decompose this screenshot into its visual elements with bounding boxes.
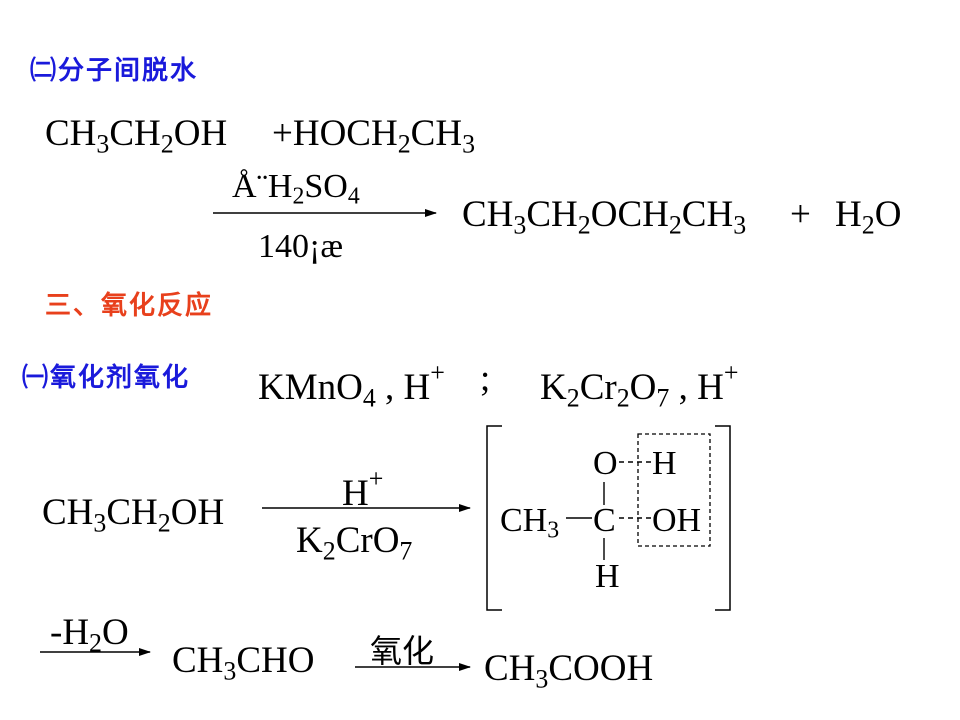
left-bracket <box>486 425 502 611</box>
right-bracket <box>715 425 731 611</box>
plus-sign: + <box>790 194 811 235</box>
intermediate-hydroxyl: OH <box>652 502 702 539</box>
diethyl-ether-product: CH3CH2OCH2CH3 <box>462 194 747 240</box>
intermediate-oxygen-top: O <box>593 445 618 482</box>
condition-temperature: 140¡æ <box>258 228 343 265</box>
arrow-condition-h-plus: H+ <box>342 464 384 515</box>
step2-condition-minus-water: -H2O <box>50 612 129 658</box>
heading-oxidant-oxidation: ㈠氧化剂氧化 <box>22 363 191 393</box>
separator-semicolon: ; <box>480 358 491 399</box>
oxidant-kmno4: KMnO4 , H+ <box>258 358 445 413</box>
acetaldehyde-product: CH3CHO <box>172 640 315 686</box>
acetic-acid-product: CH3COOH <box>484 648 654 694</box>
intermediate-hydrogen-bottom: H <box>595 558 620 595</box>
arrow-condition-k2cro7: K2CrO7 <box>296 520 413 566</box>
condition-concentrated-h2so4: Å¨H2SO4 <box>232 168 360 210</box>
heading-intermolecular-dehydration: ㈡分子间脱水 <box>30 56 199 86</box>
intermediate-methyl: CH3 <box>500 502 560 544</box>
intermediate-carbon: C <box>593 502 616 539</box>
water-product: H2O <box>835 194 902 240</box>
heading-oxidation-reaction: 三、氧化反应 <box>45 291 214 321</box>
ethanol-reactant: CH3CH2OH <box>42 492 225 538</box>
step3-condition-oxidation: 氧化 <box>370 632 435 670</box>
ethanol-reactant-2: +HOCH2CH3 <box>272 113 476 159</box>
ethanol-reactant-1: CH3CH2OH <box>45 113 228 159</box>
intermediate-hydrogen-top: H <box>652 445 677 482</box>
oxidant-k2cr2o7: K2Cr2O7 , H+ <box>540 358 739 413</box>
elimination-dashed-box <box>637 433 711 547</box>
